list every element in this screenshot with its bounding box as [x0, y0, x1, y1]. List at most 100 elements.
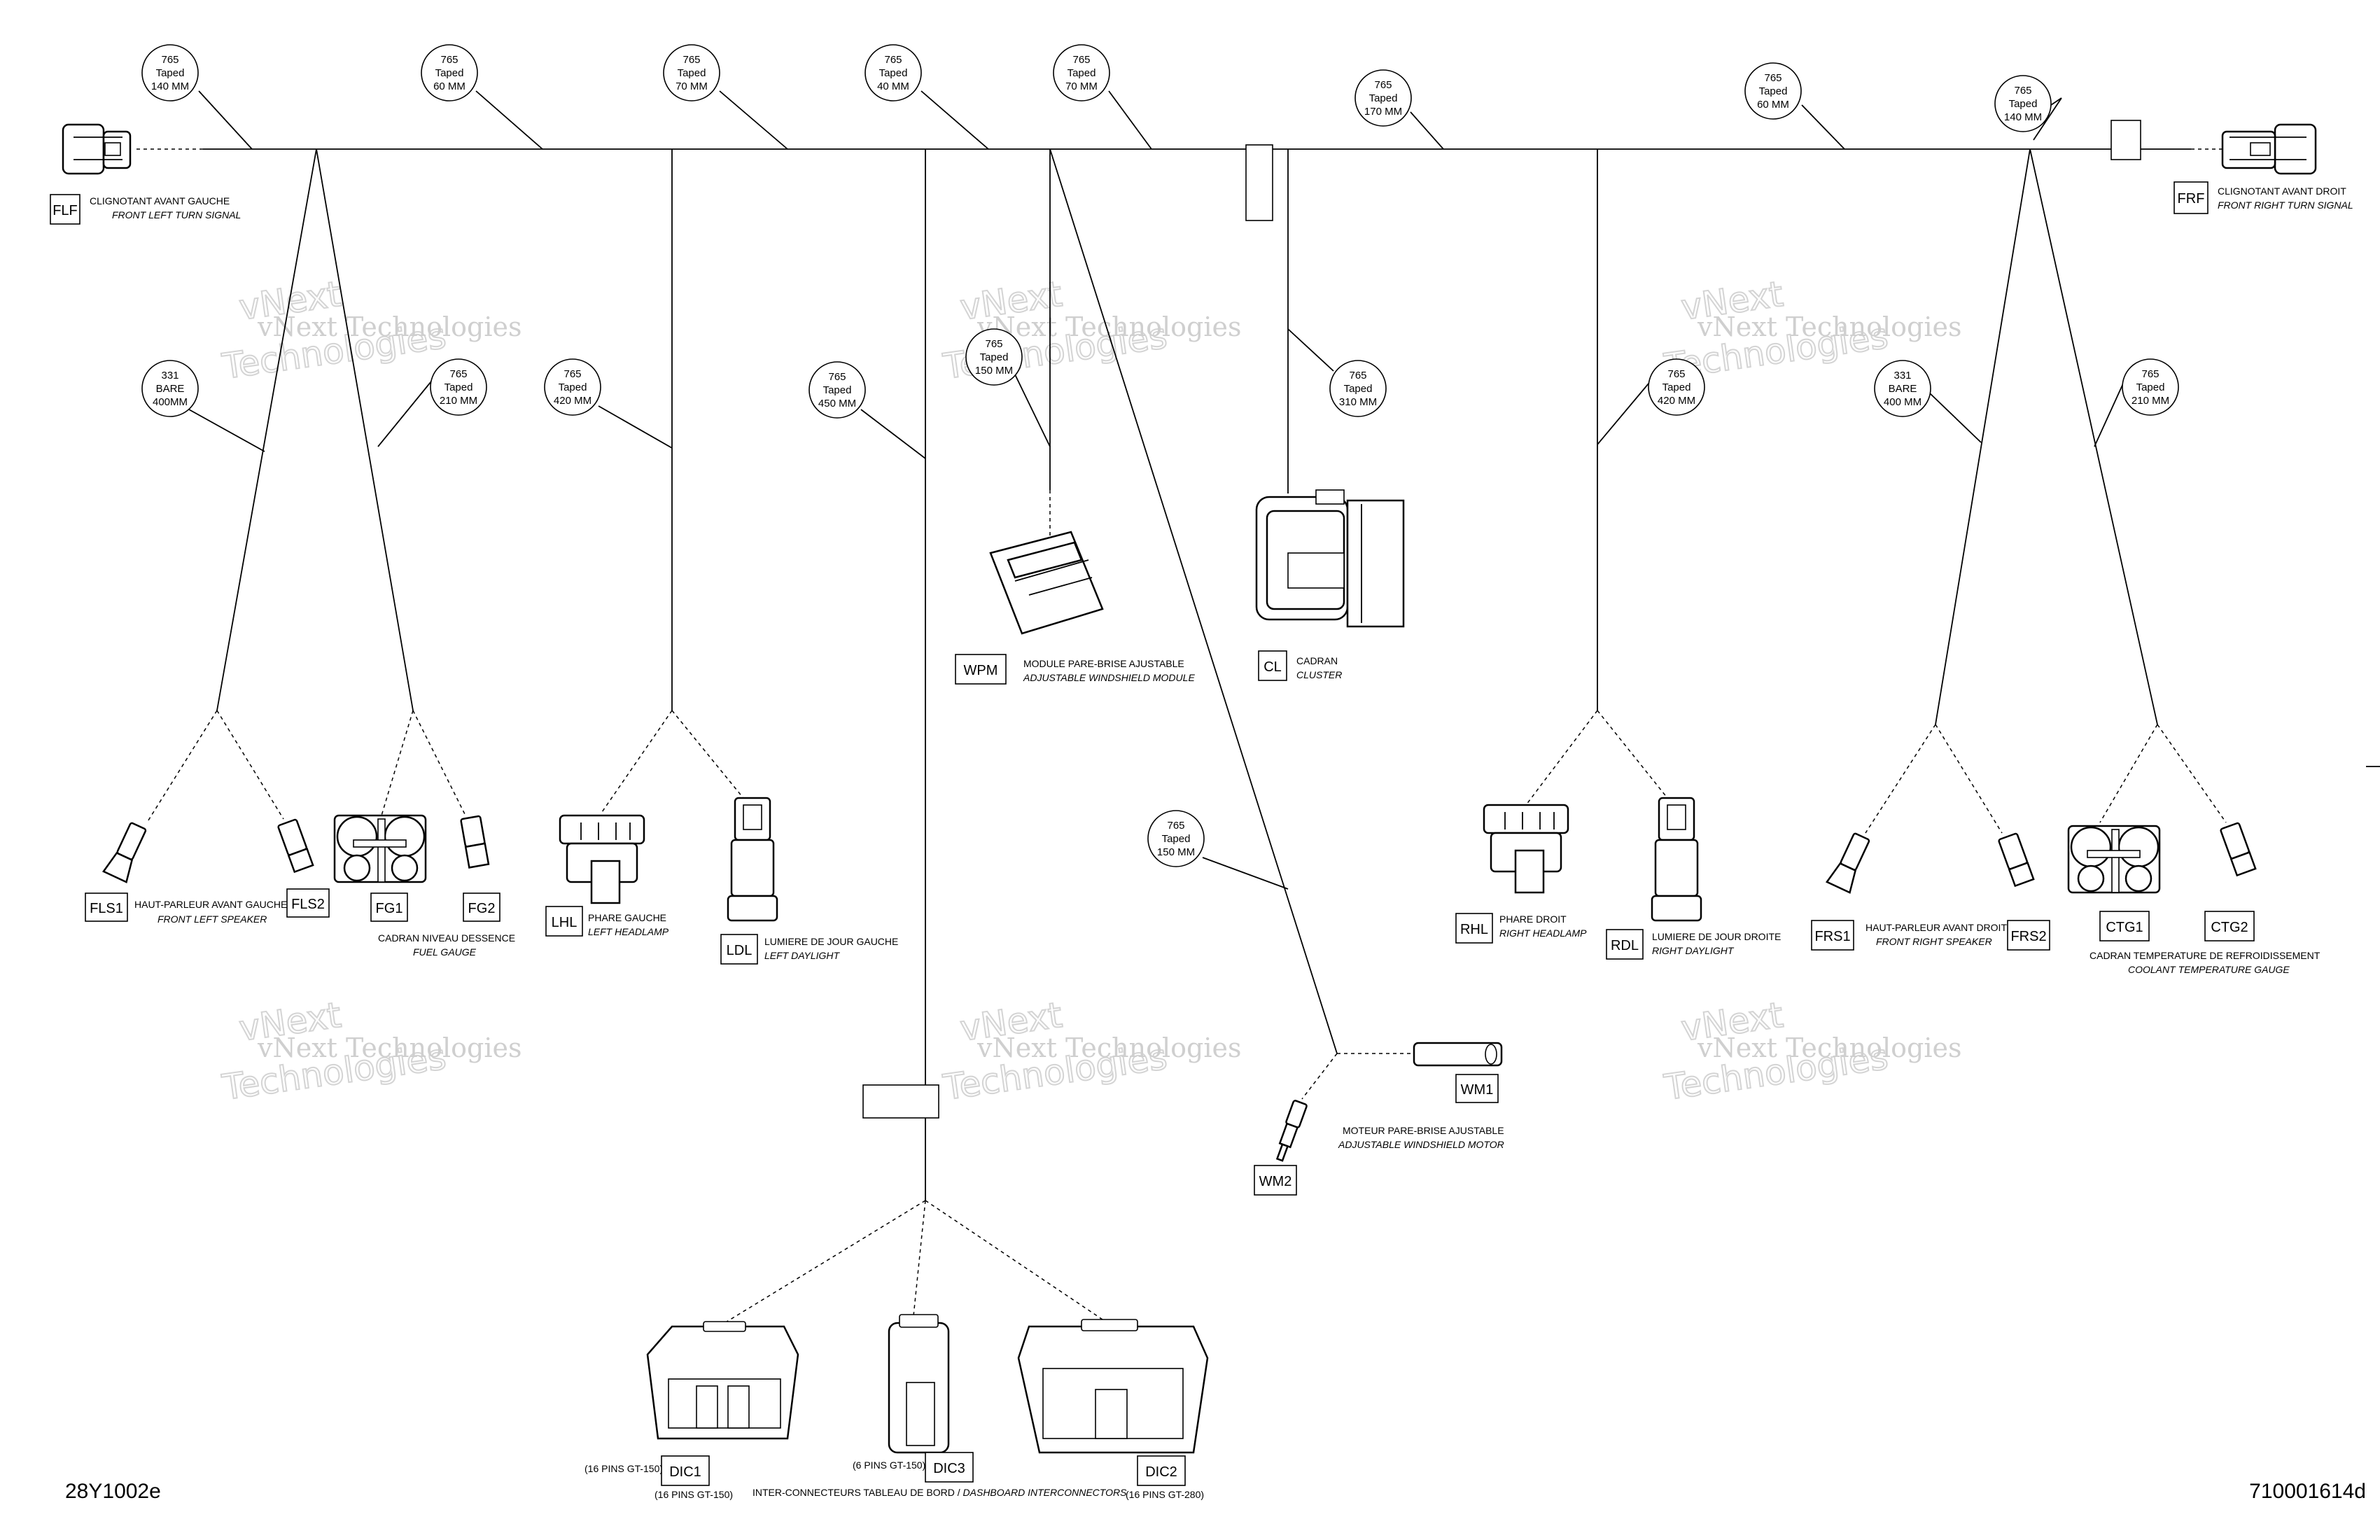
wires [136, 148, 2380, 1324]
svg-text:Taped: Taped [2009, 98, 2038, 110]
lhl-label-en: LEFT HEADLAMP [588, 926, 669, 937]
segment-bubble: 765 Taped 70 MM [663, 44, 788, 150]
svg-text:765: 765 [884, 54, 902, 66]
rdl-label-fr: LUMIERE DE JOUR DROITE [1652, 931, 1781, 942]
fls2-code: FLS2 [291, 897, 325, 912]
svg-text:210 MM: 210 MM [440, 395, 477, 407]
ctg-branch-wire [2029, 148, 2158, 725]
svg-text:765: 765 [828, 371, 846, 383]
dic3-pins: (6 PINS GT-150) [853, 1460, 925, 1471]
segment-bubble: 331 BARE 400MM [141, 360, 265, 452]
frs2-code: FRS2 [2010, 929, 2046, 944]
segment-bubble: 765 Taped 150 MM [1147, 810, 1289, 890]
cl-code: CL [1264, 659, 1282, 675]
labels: FLF CLIGNOTANT AVANT GAUCHE FRONT LEFT T… [50, 181, 2366, 1503]
rhl-label-fr: PHARE DROIT [1499, 913, 1567, 925]
segment-bubble: 765 Taped 450 MM [808, 361, 926, 459]
svg-text:400 MM: 400 MM [1884, 396, 1921, 408]
svg-text:765: 765 [564, 368, 581, 380]
svg-text:Taped: Taped [1162, 833, 1191, 845]
flf-connector-icon [62, 123, 132, 175]
frs1-code: FRS1 [1814, 929, 1850, 944]
dic1-code: DIC1 [669, 1464, 701, 1480]
svg-text:140 MM: 140 MM [151, 80, 189, 92]
document-right-code: 710001614d [2249, 1480, 2366, 1503]
svg-text:170 MM: 170 MM [1364, 106, 1402, 118]
svg-text:765: 765 [161, 54, 178, 66]
watermark-text: vNext Technologies [1697, 312, 1961, 342]
ctg2-code: CTG2 [2211, 920, 2248, 935]
svg-text:Taped: Taped [1662, 382, 1691, 393]
frs-label-en: FRONT RIGHT SPEAKER [1876, 936, 1992, 947]
segment-bubble: 331 BARE 400 MM [1874, 360, 1982, 443]
svg-text:Taped: Taped [678, 67, 706, 79]
connector-drawings [62, 123, 2317, 1454]
fg-label-en: FUEL GAUGE [413, 946, 477, 958]
fg2-code: FG2 [468, 901, 496, 916]
segment-bubbles: 765 Taped 140 MM 765 Taped 60 MM 765 Tap… [141, 44, 2179, 890]
fg-branch-wire [316, 148, 414, 711]
svg-text:40 MM: 40 MM [877, 80, 909, 92]
segment-bubble: 765 Taped 140 MM [141, 44, 253, 150]
svg-text:765: 765 [1072, 54, 1090, 66]
ldl-label-en: LEFT DAYLIGHT [764, 950, 841, 961]
svg-text:Taped: Taped [156, 67, 185, 79]
segment-bubble: 765 Taped 70 MM [1053, 44, 1152, 150]
segment-bubble: 765 Taped 210 MM [2094, 358, 2179, 447]
fg2-dash [412, 710, 466, 816]
rhl-label-en: RIGHT HEADLAMP [1499, 927, 1587, 939]
ctg2-dash [2157, 724, 2227, 823]
cl-connector-icon [1255, 489, 1405, 628]
lhl-connector-icon [559, 814, 645, 904]
svg-text:Taped: Taped [823, 384, 852, 396]
svg-text:Taped: Taped [444, 382, 473, 393]
dic-label: INTER-CONNECTEURS TABLEAU DE BORD / DASH… [752, 1487, 1127, 1498]
frf-label-en: FRONT RIGHT TURN SIGNAL [2218, 200, 2353, 211]
dic1-dash [724, 1200, 926, 1324]
fg-label-fr: CADRAN NIVEAU DESSENCE [378, 932, 515, 944]
frs-label-fr: HAUT-PARLEUR AVANT DROIT [1865, 922, 2007, 933]
fg2-terminal-icon [460, 815, 490, 869]
svg-text:420 MM: 420 MM [554, 395, 592, 407]
rhl-dash [1525, 710, 1598, 806]
ldl-code: LDL [727, 943, 752, 958]
frf-code: FRF [2178, 191, 2205, 206]
watermark-text: vNext Technologies [976, 312, 1241, 342]
segment-bubble: 765 Taped 170 MM [1354, 69, 1444, 150]
document-left-code: 28Y1002e [65, 1480, 161, 1503]
fls2-dash [216, 710, 284, 820]
svg-text:765: 765 [1667, 368, 1685, 380]
dic3-code: DIC3 [933, 1461, 965, 1476]
svg-text:765: 765 [1167, 820, 1184, 832]
watermark-text: vNext Technologies [976, 1032, 1241, 1063]
rhl-connector-icon [1483, 804, 1569, 894]
svg-text:Taped: Taped [1759, 85, 1788, 97]
watermark-text: vNext Technologies [257, 1032, 522, 1063]
sleeve-clip-cluster [1245, 144, 1273, 221]
svg-text:Taped: Taped [435, 67, 464, 79]
segment-bubble: 765 Taped 60 MM [421, 44, 543, 150]
dic2-pins: (16 PINS GT-280) [1126, 1489, 1204, 1500]
ctg1-connector-icon [2067, 825, 2161, 894]
svg-text:60 MM: 60 MM [1757, 99, 1789, 111]
watermark-text: vNext Technologies [257, 312, 522, 342]
wm2-dash [1301, 1053, 1338, 1100]
cl-label-fr: CADRAN [1296, 655, 1338, 666]
ctg1-code: CTG1 [2106, 920, 2143, 935]
svg-text:Taped: Taped [559, 382, 587, 393]
svg-text:765: 765 [2014, 85, 2031, 97]
fls-branch-wire [216, 148, 317, 711]
svg-text:BARE: BARE [156, 383, 185, 395]
ldl-connector-icon [727, 797, 778, 922]
svg-text:70 MM: 70 MM [676, 80, 708, 92]
fls-label-en: FRONT LEFT SPEAKER [158, 913, 267, 925]
sleeves [862, 120, 2141, 1119]
frs1-dash [1865, 724, 1936, 834]
ctg1-dash [2099, 724, 2158, 823]
dic-label-fr: INTER-CONNECTEURS TABLEAU DE BORD / [752, 1487, 963, 1498]
svg-text:140 MM: 140 MM [2004, 111, 2042, 123]
segment-bubble: 765 Taped 420 MM [544, 358, 673, 449]
svg-text:60 MM: 60 MM [433, 80, 465, 92]
fls1-dash [146, 710, 218, 823]
